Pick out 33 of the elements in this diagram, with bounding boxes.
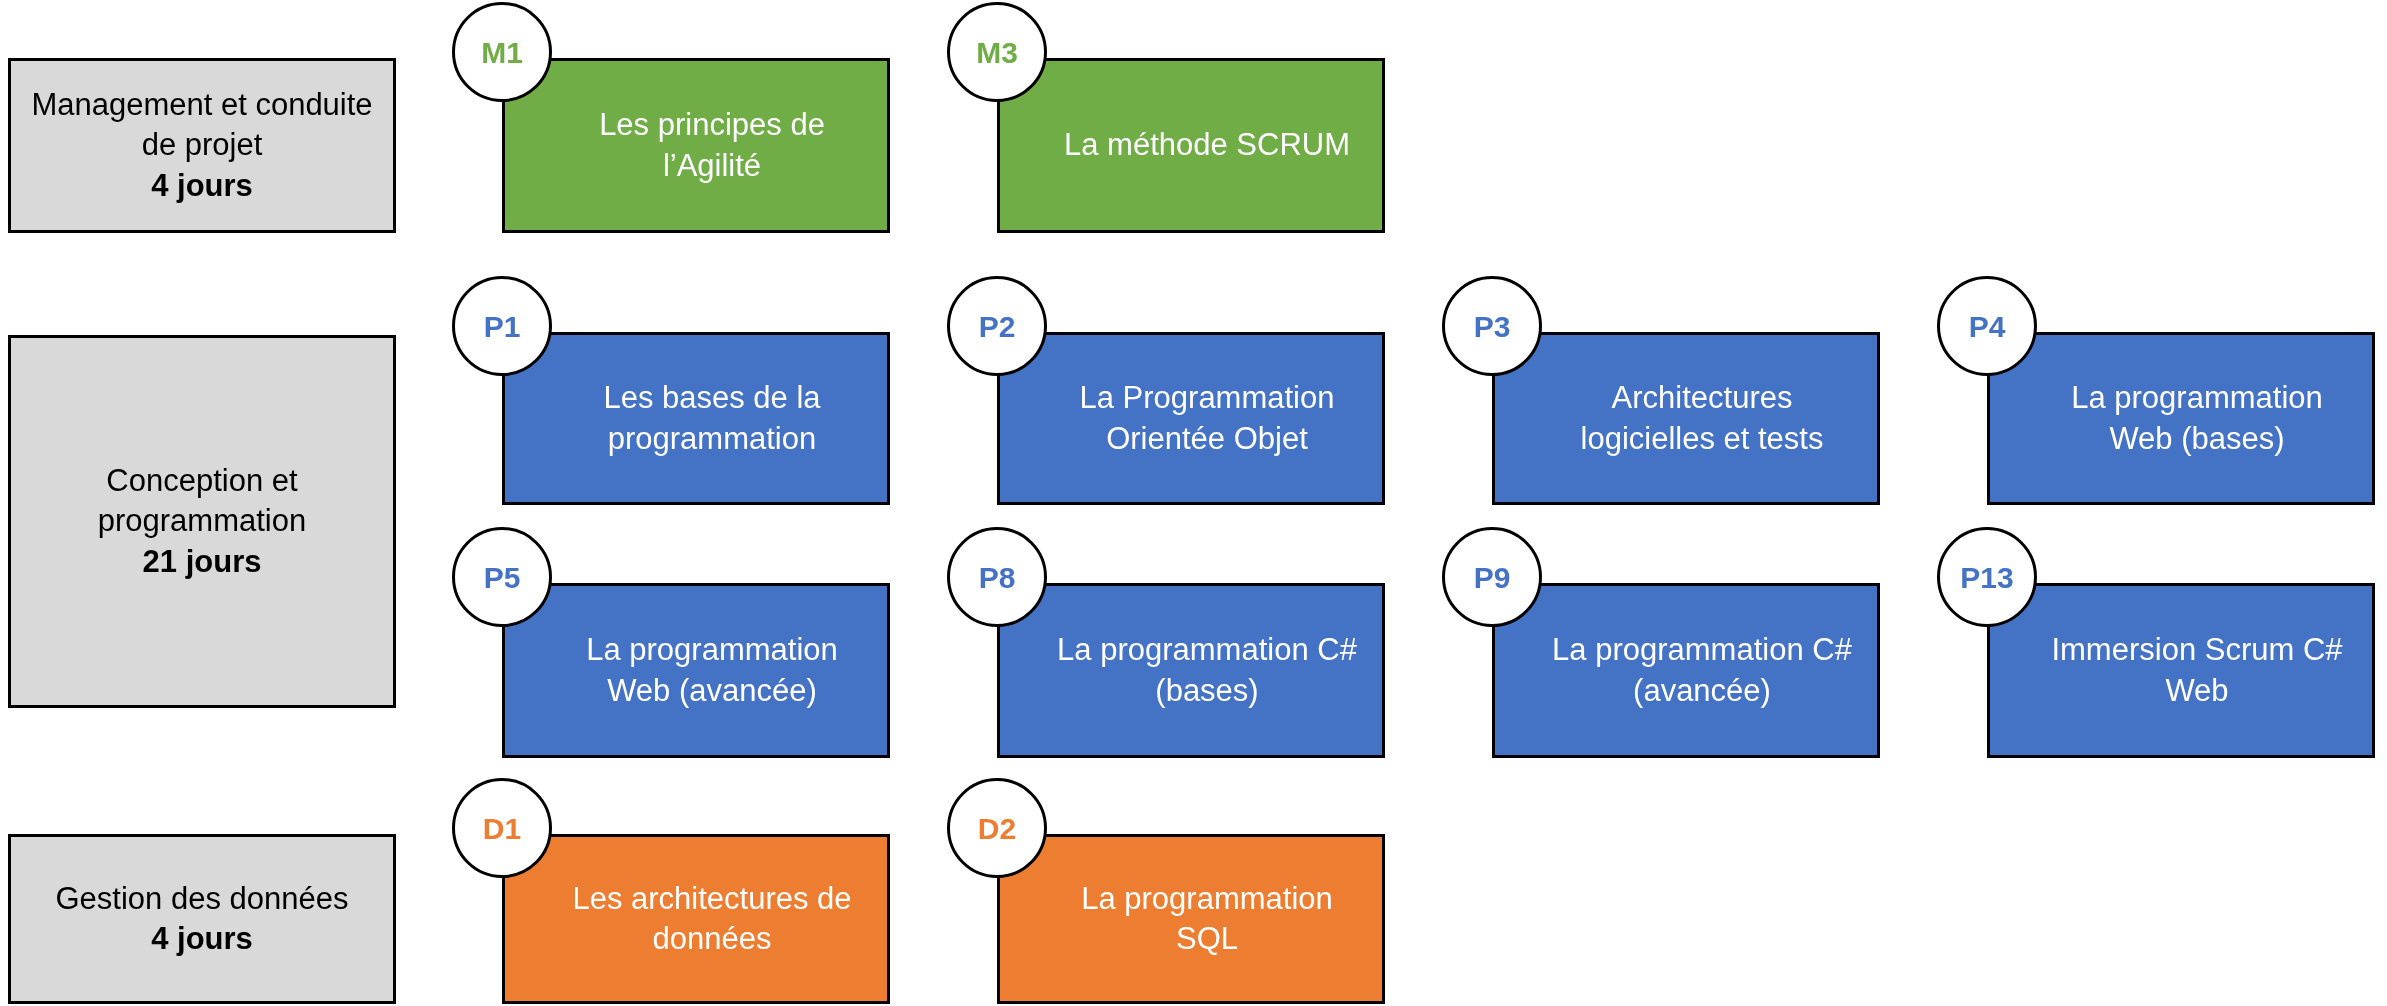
- module-code: P5: [483, 559, 521, 596]
- category-box: [8, 58, 396, 233]
- module-title: Les principes de l’Agilité: [598, 106, 826, 185]
- module-code: M1: [481, 34, 523, 71]
- category-box: [8, 834, 396, 1004]
- module-code: P1: [483, 308, 521, 345]
- module-code: P8: [978, 559, 1016, 596]
- module-title: Immersion Scrum C# Web: [2050, 631, 2344, 710]
- module-code: P3: [1473, 308, 1511, 345]
- module-code: P2: [978, 308, 1016, 345]
- module-code: D2: [977, 810, 1017, 847]
- module-title: La Programmation Orientée Objet: [1078, 379, 1336, 458]
- module-code: D1: [482, 810, 522, 847]
- module-code: P9: [1473, 559, 1511, 596]
- module-code: P13: [1960, 559, 2014, 596]
- module-title: La méthode SCRUM: [1064, 126, 1350, 165]
- module-title: Architectures logicielles et tests: [1579, 379, 1825, 458]
- duration-label: 4 jours: [151, 166, 253, 205]
- duration-label: 21 jours: [142, 542, 262, 581]
- duration-label: 4 jours: [151, 920, 253, 958]
- module-code: P4: [1968, 308, 2006, 345]
- category-box: [8, 335, 396, 708]
- module-title: Les architectures de données: [571, 879, 853, 958]
- category-title: Gestion des données: [55, 879, 349, 918]
- module-title: La programmation C# (avancée): [1551, 631, 1853, 710]
- module-title: La programmation SQL: [1080, 879, 1334, 958]
- module-title: La programmation Web (avancée): [585, 631, 839, 710]
- module-title: La programmation Web (bases): [2070, 379, 2324, 458]
- module-title: Les bases de la programmation: [602, 379, 822, 458]
- module-title: La programmation C# (bases): [1056, 631, 1358, 710]
- category-title: Conception et programmation: [96, 462, 308, 541]
- module-code: M3: [976, 34, 1018, 71]
- category-title: Management et conduite de projet: [30, 86, 374, 165]
